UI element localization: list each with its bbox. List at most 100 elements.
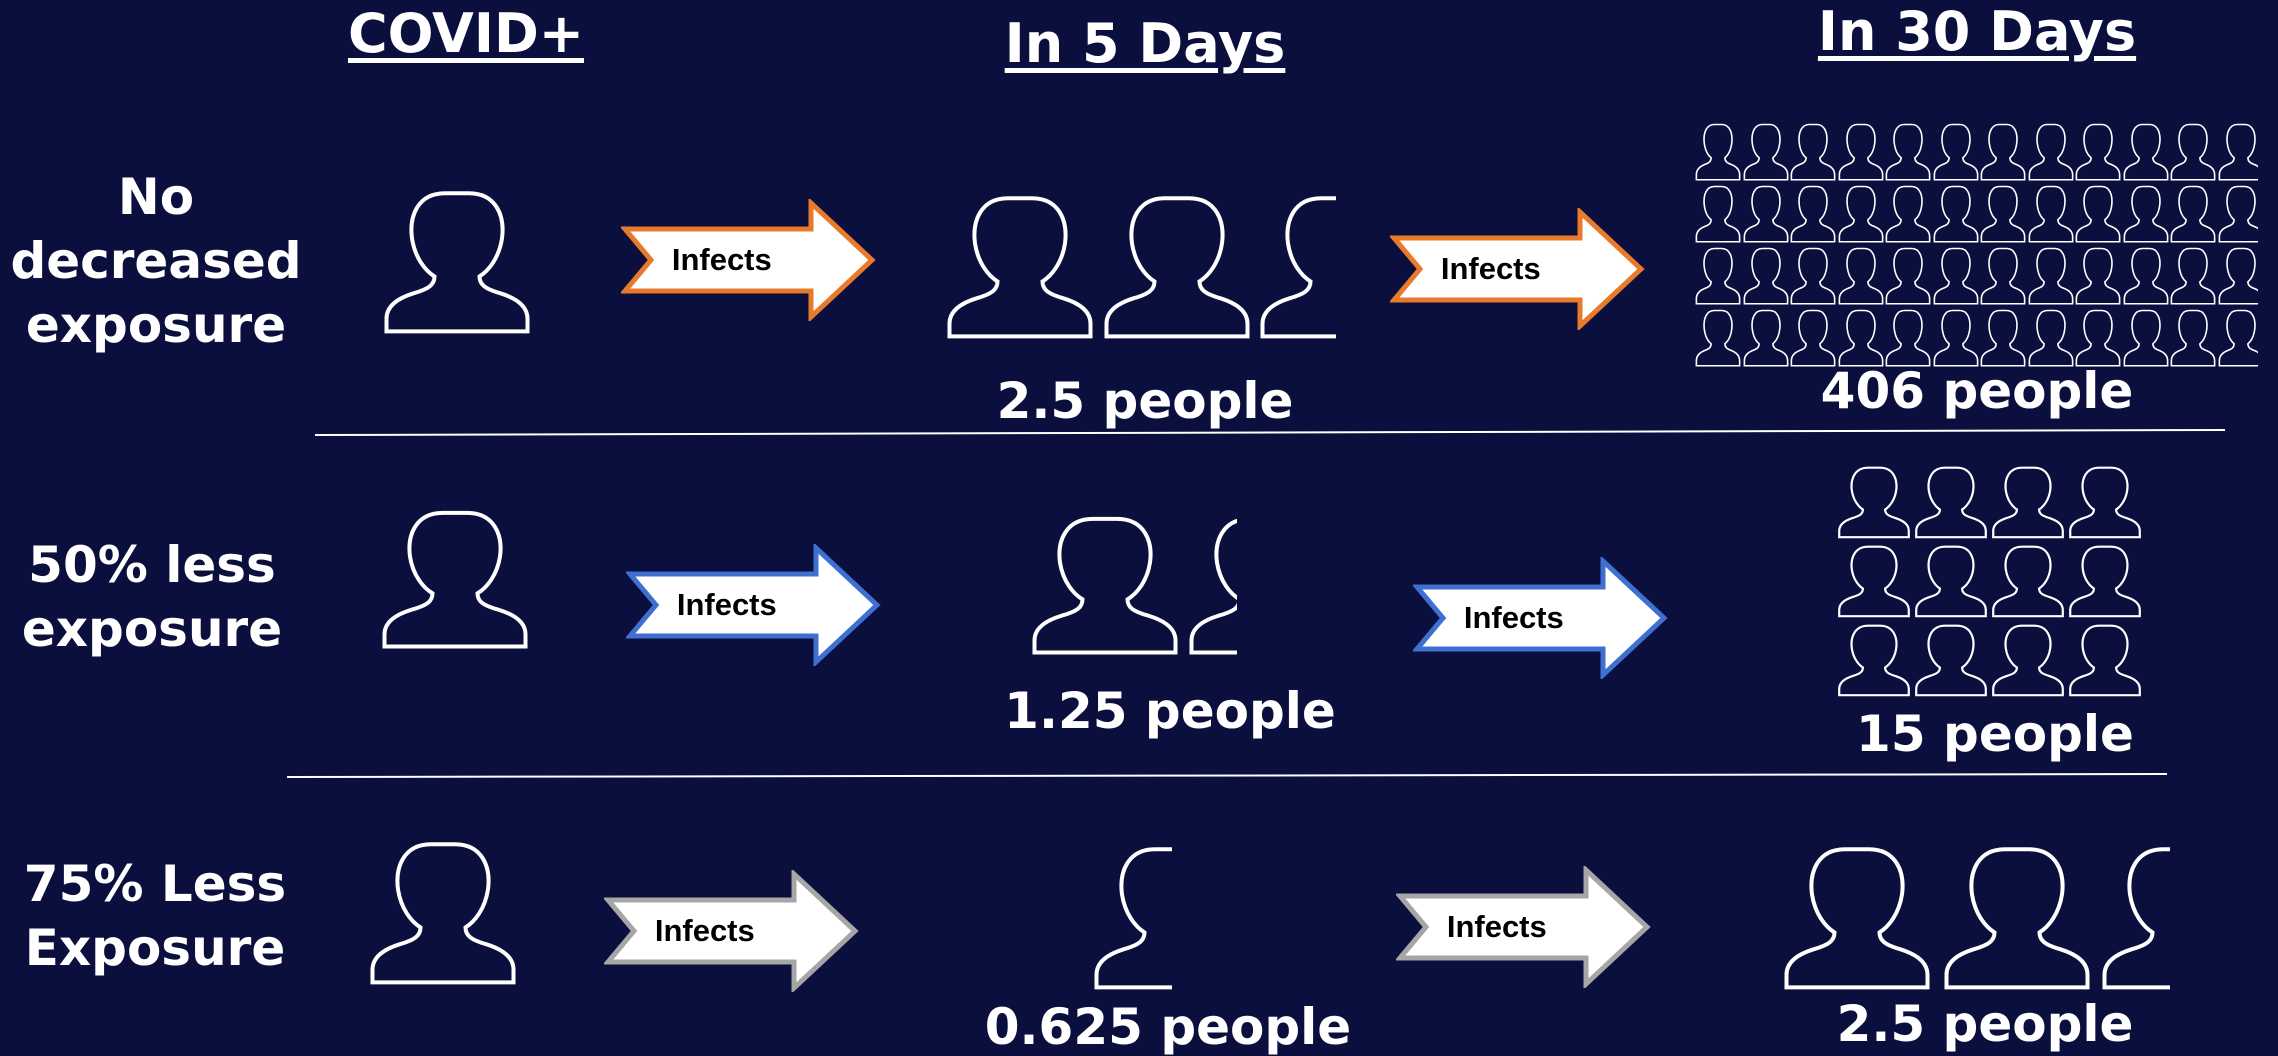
person-outline-icon (1782, 838, 1932, 993)
person-outline-icon (1695, 306, 1741, 368)
person-outline-icon (1991, 462, 2065, 540)
row-label-line: 50% less (28, 536, 276, 594)
person-outline-icon (1258, 187, 1336, 342)
arrow-label: Infects (1440, 251, 1541, 286)
person-outline-icon (1991, 620, 2065, 698)
person-outline-icon (1695, 182, 1741, 244)
person-outline-icon (1838, 120, 1884, 182)
person-outline-icon (1743, 120, 1789, 182)
person-outline-icon (2218, 244, 2258, 306)
person-outline-icon (1837, 462, 1911, 540)
person-outline-icon (1102, 187, 1252, 342)
row-divider (286, 773, 2167, 778)
person-outline-icon (1980, 244, 2026, 306)
thirty-day-count: 2.5 people (1836, 995, 2134, 1053)
person-outline-icon (2218, 182, 2258, 244)
person-outline-icon (945, 187, 1095, 342)
person-outline-icon (1914, 620, 1988, 698)
person-outline-icon (1092, 838, 1172, 993)
person-outline-icon (1885, 182, 1931, 244)
person-outline-icon (1980, 306, 2026, 368)
person-outline-icon (1837, 541, 1911, 619)
row-divider (314, 428, 2225, 436)
right-arrow-icon (1396, 866, 1651, 988)
person-outline-icon (2170, 120, 2216, 182)
arrow-label: Infects (671, 242, 772, 277)
person-outline-icon (368, 833, 518, 988)
infects-arrow: Infects (604, 870, 859, 992)
header-in-5-days: In 5 Days (1004, 12, 1286, 75)
right-arrow-icon (1390, 208, 1645, 330)
person-outline-icon (1914, 462, 1988, 540)
person-outline-icon (2068, 462, 2142, 540)
person-outline-icon (1743, 182, 1789, 244)
five-day-count: 2.5 people (996, 372, 1294, 430)
person-outline-icon (1790, 182, 1836, 244)
person-outline-icon (1933, 244, 1979, 306)
person-outline-icon (382, 182, 532, 337)
right-arrow-icon (1413, 557, 1668, 679)
person-outline-icon (1942, 838, 2092, 993)
person-outline-icon (1933, 306, 1979, 368)
row-label-50-less-exposure: 50% less exposure (22, 533, 282, 661)
person-outline-icon (1838, 182, 1884, 244)
person-outline-icon (1933, 182, 1979, 244)
person-outline-icon (2123, 120, 2169, 182)
person-outline-icon (2218, 120, 2258, 182)
person-outline-icon (2170, 244, 2216, 306)
right-arrow-icon (621, 199, 876, 321)
five-day-count: 1.25 people (1004, 682, 1336, 740)
person-outline-icon (2075, 182, 2121, 244)
arrow-label: Infects (676, 587, 777, 622)
person-outline-icon (2218, 306, 2258, 368)
person-outline-icon (1837, 620, 1911, 698)
person-outline-icon (1695, 120, 1741, 182)
arrow-label: Infects (1463, 600, 1564, 635)
person-outline-icon (1991, 541, 2065, 619)
person-outline-icon (2028, 244, 2074, 306)
person-outline-icon (2170, 182, 2216, 244)
arrow-label: Infects (1446, 909, 1547, 944)
thirty-day-count: 15 people (1856, 705, 2134, 763)
header-covid-positive: COVID+ (347, 2, 585, 65)
person-outline-icon (2100, 838, 2170, 993)
person-outline-icon (2123, 182, 2169, 244)
person-outline-icon (1885, 306, 1931, 368)
person-outline-icon (1885, 244, 1931, 306)
row-label-no-decreased-exposure: No decreased exposure (10, 165, 301, 357)
row-label-line: Exposure (24, 919, 286, 977)
person-outline-icon (2028, 306, 2074, 368)
person-outline-icon (1695, 244, 1741, 306)
right-arrow-icon (604, 870, 859, 992)
person-outline-icon (1187, 508, 1237, 658)
person-outline-icon (1980, 182, 2026, 244)
five-day-count: 0.625 people (984, 998, 1352, 1056)
person-outline-icon (1933, 120, 1979, 182)
person-outline-icon (1790, 306, 1836, 368)
person-outline-icon (1914, 541, 1988, 619)
person-outline-icon (2170, 306, 2216, 368)
person-outline-icon (1030, 508, 1180, 658)
infects-arrow: Infects (1396, 866, 1651, 988)
person-outline-icon (2075, 306, 2121, 368)
person-outline-icon (2068, 620, 2142, 698)
person-outline-icon (1838, 244, 1884, 306)
person-outline-icon (1838, 306, 1884, 368)
person-outline-icon (380, 502, 530, 652)
row-label-75-less-exposure: 75% Less Exposure (24, 852, 286, 980)
person-outline-icon (2123, 244, 2169, 306)
person-outline-icon (2075, 244, 2121, 306)
infects-arrow: Infects (1413, 557, 1668, 679)
header-in-30-days: In 30 Days (1817, 0, 2137, 63)
person-outline-icon (1743, 306, 1789, 368)
person-outline-icon (1790, 244, 1836, 306)
row-label-line: 75% Less (23, 855, 287, 913)
row-label-line: decreased (10, 232, 302, 290)
person-outline-icon (2028, 120, 2074, 182)
row-label-line: exposure (21, 600, 283, 658)
infects-arrow: Infects (621, 199, 876, 321)
person-outline-icon (1790, 120, 1836, 182)
arrow-label: Infects (654, 913, 755, 948)
infects-arrow: Infects (626, 544, 881, 666)
infects-arrow: Infects (1390, 208, 1645, 330)
